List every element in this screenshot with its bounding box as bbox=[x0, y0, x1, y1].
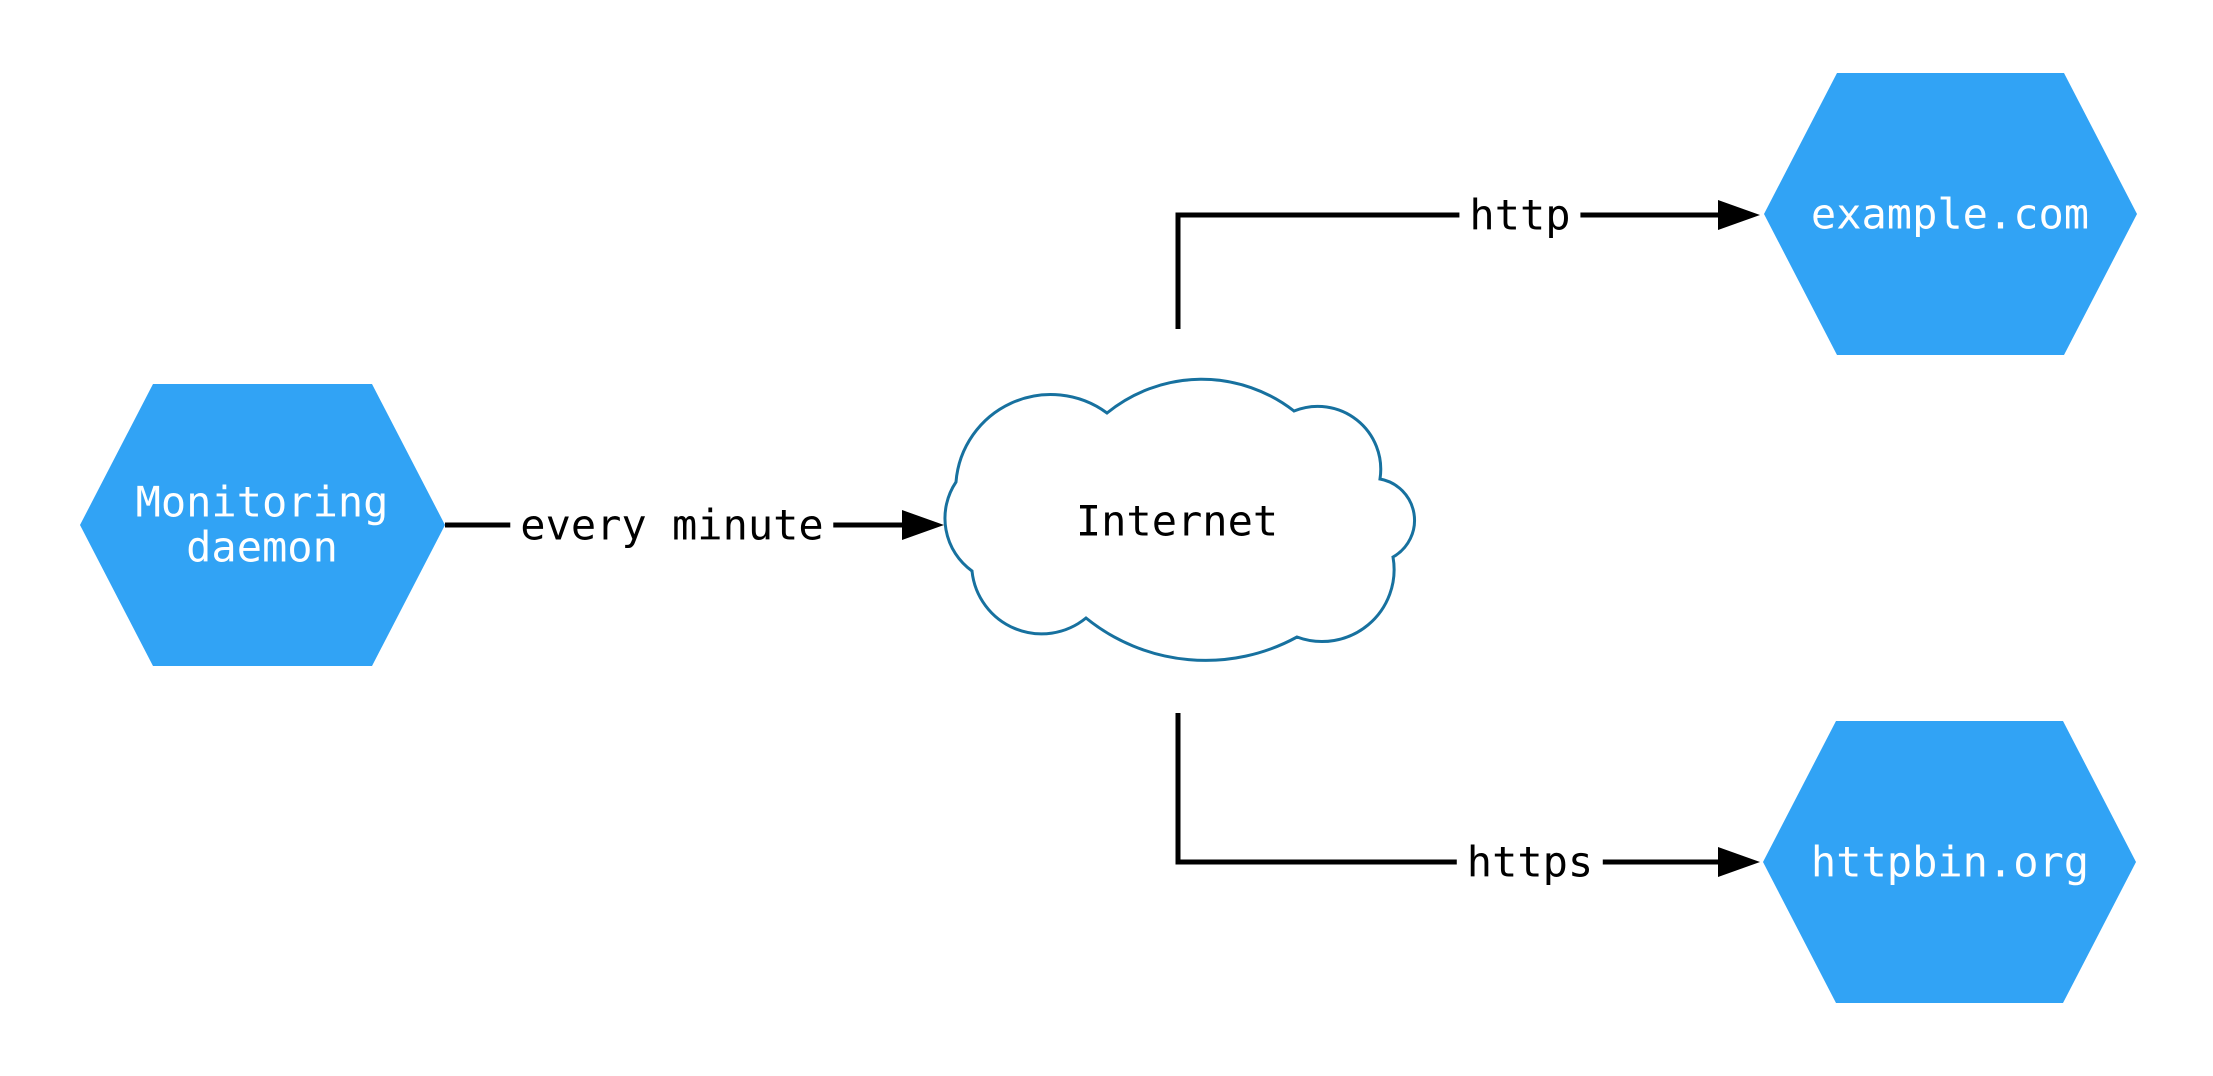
edge-http-line bbox=[1175, 212, 1720, 329]
monitoring-daemon-hexagon bbox=[80, 384, 445, 666]
edge-https-arrowhead bbox=[1718, 847, 1760, 877]
example-com-label: example.com bbox=[1810, 189, 2090, 239]
httpbin-org-label: httpbin.org bbox=[1810, 837, 2090, 887]
edge-every-minute-arrowhead bbox=[902, 510, 944, 540]
edge-https-label: https bbox=[1456, 839, 1604, 885]
internet-label: Internet bbox=[1075, 496, 1279, 546]
edge-every-minute-label: every minute bbox=[510, 502, 834, 548]
example-com-hexagon bbox=[1764, 73, 2137, 355]
edge-http-label: http bbox=[1459, 192, 1581, 238]
httpbin-org-hexagon bbox=[1763, 721, 2136, 1003]
monitoring-daemon-label: Monitoring daemon bbox=[135, 477, 389, 572]
internet-cloud bbox=[943, 377, 1416, 662]
edge-https-line bbox=[1175, 713, 1720, 865]
edge-http-arrowhead bbox=[1718, 200, 1760, 230]
